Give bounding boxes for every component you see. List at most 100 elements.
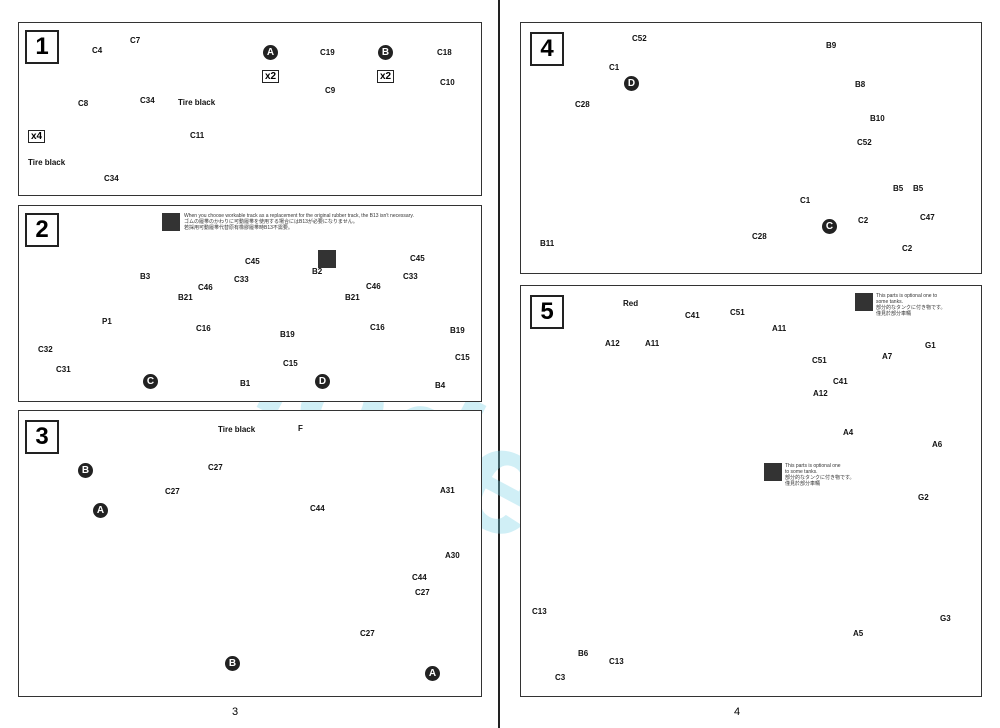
step-number: 3 — [25, 420, 59, 454]
paint-label: Tire black — [178, 98, 216, 107]
step2-note: When you choose workable track as a repl… — [184, 213, 484, 231]
part-label: B10 — [870, 114, 885, 123]
step-2-panel — [18, 205, 482, 402]
sub-assembly-marker: A — [263, 45, 278, 60]
part-label: C16 — [196, 324, 211, 333]
part-label: G3 — [940, 614, 951, 623]
note-line: to some tanks. — [785, 469, 818, 475]
sub-assembly-marker: B — [225, 656, 240, 671]
note-line: 僅見於部分車輛 — [785, 481, 821, 487]
optional-note-icon — [855, 293, 873, 311]
note-line: When you choose workable track as a repl… — [184, 213, 414, 219]
part-label: B21 — [345, 293, 360, 302]
part-label: C10 — [440, 78, 455, 87]
part-label: C47 — [920, 213, 935, 222]
part-label: C51 — [730, 308, 745, 317]
part-label: C19 — [320, 48, 335, 57]
part-label: B5 — [893, 184, 904, 193]
part-label: B21 — [178, 293, 193, 302]
note-line: 若採用可動履帯代替原有橡膠履帯時B13不需要。 — [184, 225, 293, 231]
sub-assembly-marker: B — [378, 45, 393, 60]
step-5-panel — [520, 285, 982, 697]
part-label: G2 — [918, 493, 929, 502]
part-label: B1 — [240, 379, 251, 388]
sub-assembly-marker: A — [93, 503, 108, 518]
part-label: P1 — [102, 317, 112, 326]
part-label: A12 — [605, 339, 620, 348]
step-number: 2 — [25, 213, 59, 247]
part-label: C32 — [38, 345, 53, 354]
part-label: A5 — [853, 629, 864, 638]
part-label: F — [298, 424, 303, 433]
part-label: C31 — [56, 365, 71, 374]
part-label: C13 — [609, 657, 624, 666]
part-label: C34 — [104, 174, 119, 183]
step-number: 1 — [25, 30, 59, 64]
paint-label: Tire black — [218, 425, 256, 434]
page-number-right: 4 — [734, 706, 741, 718]
note-line: 僅見於部分車輛 — [876, 311, 912, 317]
note-line: This parts is optional one to — [876, 293, 938, 299]
part-label: C33 — [234, 275, 249, 284]
quantity-marker: x2 — [262, 70, 280, 83]
part-label: A31 — [440, 486, 455, 495]
part-label: C13 — [532, 607, 547, 616]
part-label: C33 — [403, 272, 418, 281]
part-label: B5 — [913, 184, 924, 193]
part-label: A11 — [645, 339, 660, 348]
part-label: C18 — [437, 48, 452, 57]
part-label: B2 — [312, 267, 323, 276]
part-label: B19 — [280, 330, 295, 339]
step-number: 5 — [530, 295, 564, 329]
note-line: some tanks. — [876, 299, 903, 305]
quantity-marker: x4 — [28, 130, 46, 143]
part-label: C4 — [92, 46, 103, 55]
part-label: C45 — [245, 257, 260, 266]
part-label: C52 — [632, 34, 647, 43]
part-label: C34 — [140, 96, 155, 105]
sub-assembly-marker: D — [315, 374, 330, 389]
part-label: A12 — [813, 389, 828, 398]
part-label: B3 — [140, 272, 151, 281]
part-label: C7 — [130, 36, 141, 45]
step5-note-middle: This parts is optional one to some tanks… — [785, 463, 885, 487]
page-divider — [498, 0, 500, 728]
part-label: A30 — [445, 551, 460, 560]
part-label: C28 — [752, 232, 767, 241]
part-label: G1 — [925, 341, 936, 350]
sub-assembly-marker: C — [822, 219, 837, 234]
note-line: This parts is optional one — [785, 463, 841, 469]
part-label: C27 — [208, 463, 223, 472]
part-label: C1 — [609, 63, 620, 72]
step-3-panel — [18, 410, 482, 697]
part-label: C2 — [902, 244, 913, 253]
paint-label: Tire black — [28, 158, 66, 167]
part-label: C9 — [325, 86, 336, 95]
part-label: C46 — [366, 282, 381, 291]
step-1-panel — [18, 22, 482, 196]
part-label: C52 — [857, 138, 872, 147]
part-label: C44 — [412, 573, 427, 582]
part-label: C46 — [198, 283, 213, 292]
part-label: A7 — [882, 352, 893, 361]
part-label: C8 — [78, 99, 89, 108]
optional-note-icon — [162, 213, 180, 231]
page-number-left: 3 — [232, 706, 239, 718]
paint-label: Red — [623, 299, 639, 308]
part-label: B19 — [450, 326, 465, 335]
note-line: 部分的なタンクに付き物です。 — [876, 305, 946, 311]
part-label: C41 — [833, 377, 848, 386]
part-label: B9 — [826, 41, 837, 50]
note-line: 部分的なタンクに付き物です。 — [785, 475, 855, 481]
part-label: A11 — [772, 324, 787, 333]
optional-note-icon — [318, 250, 336, 268]
part-label: C41 — [685, 311, 700, 320]
part-label: C27 — [165, 487, 180, 496]
sub-assembly-marker: A — [425, 666, 440, 681]
part-label: A6 — [932, 440, 943, 449]
sub-assembly-marker: C — [143, 374, 158, 389]
sub-assembly-marker: B — [78, 463, 93, 478]
part-label: A4 — [843, 428, 854, 437]
part-label: B8 — [855, 80, 866, 89]
part-label: C44 — [310, 504, 325, 513]
